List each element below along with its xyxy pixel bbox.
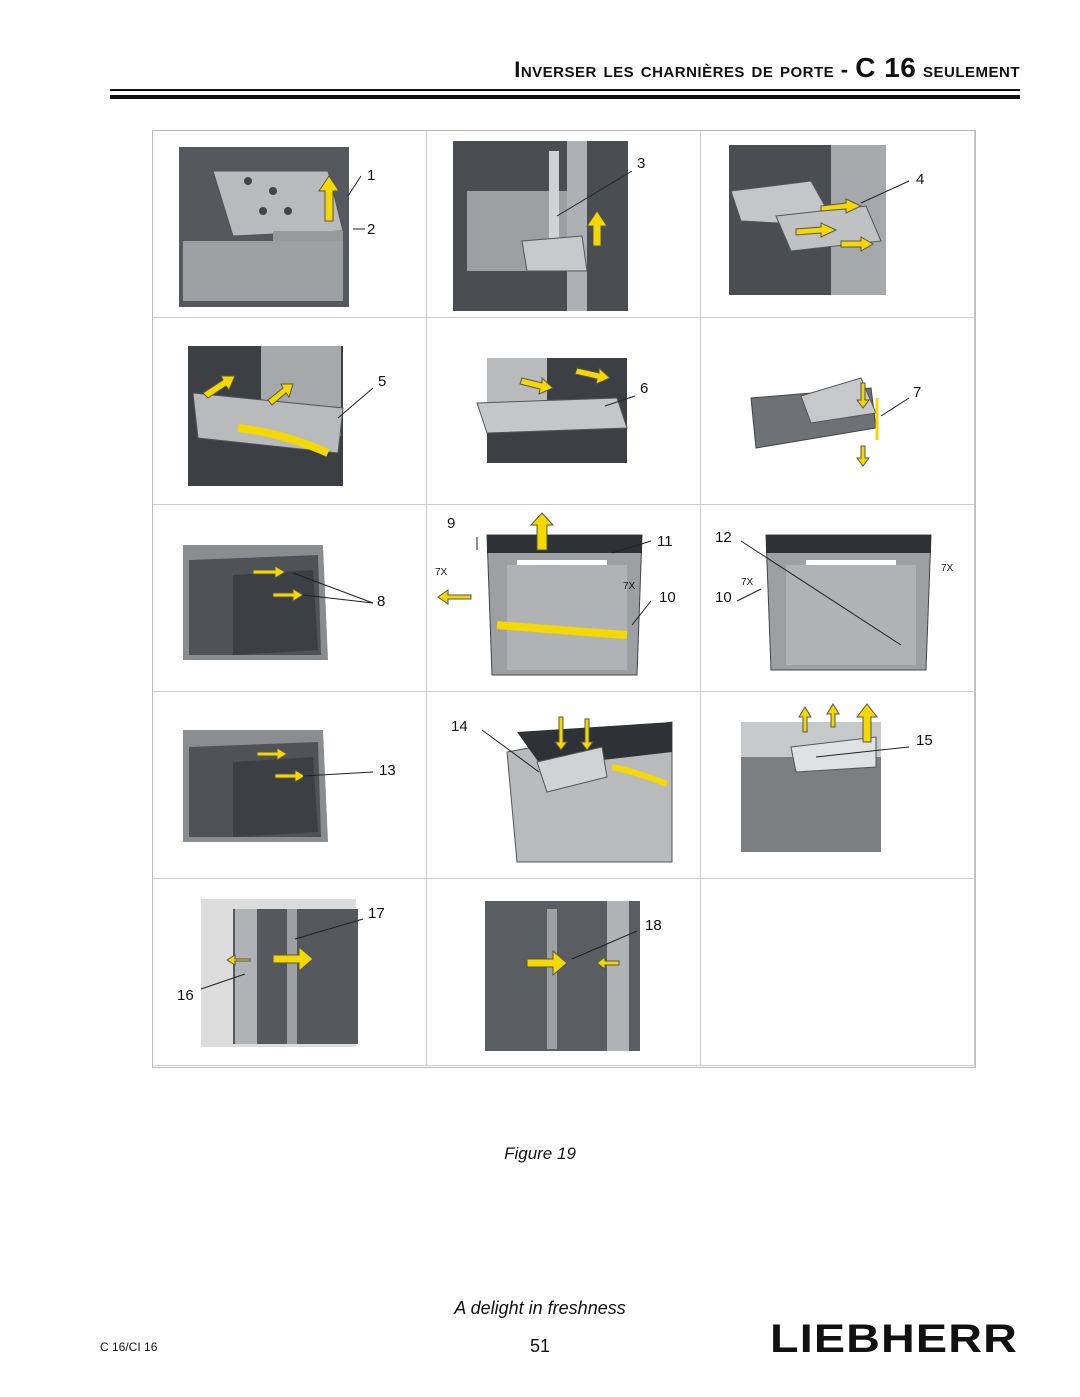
empty-cell xyxy=(701,879,975,1066)
hinge-screws-illustration xyxy=(729,145,910,295)
brand-text: LIEBHERR xyxy=(770,1317,1018,1358)
handle-install-illustration xyxy=(485,901,640,1051)
top-hinge-secure-illustration xyxy=(741,703,910,852)
step-door-top-mounting: 12 10 7X 7X xyxy=(701,505,975,692)
step-handle-install: 18 xyxy=(427,879,701,1066)
handle-removal-illustration xyxy=(200,899,364,1047)
page-number: 51 xyxy=(529,1336,551,1356)
hinge-top-illustration xyxy=(179,147,365,307)
step-hinge-screws: 4 xyxy=(701,131,975,318)
step-top-hinge-secure: 15 xyxy=(701,692,975,879)
step-hinge-top-removal: 1 2 xyxy=(153,131,427,318)
step-top-hinge-install: 14 xyxy=(427,692,701,879)
model-label: C 16/CI 16 xyxy=(100,1340,158,1354)
step-bottom-hinge-left: 5 xyxy=(153,318,427,505)
top-hinge-install-illustration xyxy=(481,716,673,863)
step-handle-removal: 17 16 xyxy=(153,879,427,1066)
header-rule-thick xyxy=(110,95,1020,99)
door-top-illustration xyxy=(437,512,652,676)
step-bottom-hinge-mid: 6 xyxy=(427,318,701,505)
bottom-hinge-detail-illustration xyxy=(750,377,910,467)
step-door-top-removal: 9 11 10 7X 7X xyxy=(427,505,701,692)
header-rule xyxy=(110,89,1020,91)
step-door-corner-screws: 8 xyxy=(153,505,427,692)
door-corner-reinstall-illustration xyxy=(183,730,374,842)
door-corner-illustration xyxy=(183,545,374,660)
tagline: A delight in freshness xyxy=(454,1298,626,1318)
bottom-hinge-mid-illustration xyxy=(476,358,636,463)
hinge-pin-illustration xyxy=(453,141,633,311)
step-bottom-hinge-detail: 7 xyxy=(701,318,975,505)
figure-grid: 1 2 3 4 xyxy=(152,130,976,1068)
step-hinge-pin: 3 xyxy=(427,131,701,318)
figure-caption: Figure 19 xyxy=(504,1144,576,1163)
door-top-mount-illustration xyxy=(736,534,932,671)
step-door-corner-reinstall: 13 xyxy=(153,692,427,879)
bottom-hinge-left-illustration xyxy=(188,346,374,486)
page-title: Inverser les charnières de porte - C 16 … xyxy=(514,52,1020,83)
liebherr-logo: LIEBHERR xyxy=(770,1317,1018,1358)
